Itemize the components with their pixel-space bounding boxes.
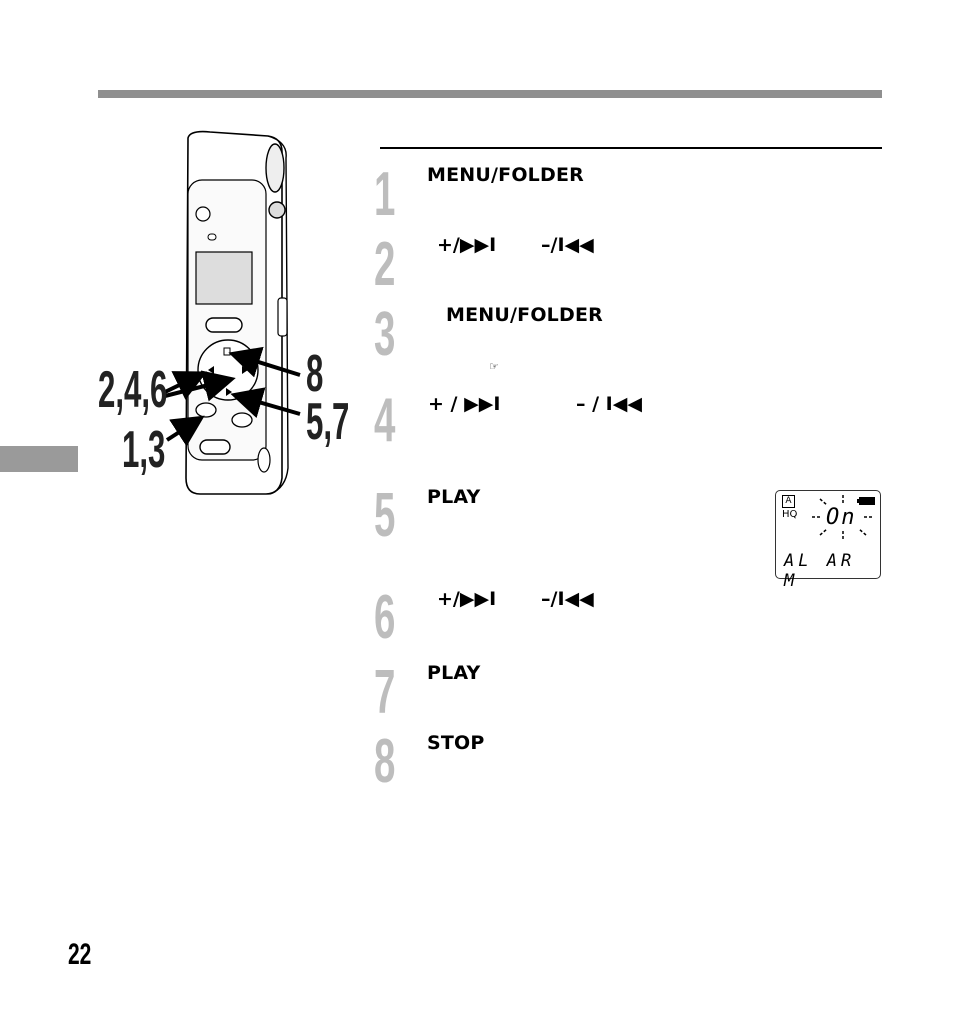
step-number: 6: [374, 583, 396, 652]
step-number: 5: [374, 481, 396, 550]
step-number: 3: [374, 300, 396, 369]
plus-ff-control: +/▶▶I: [437, 234, 497, 256]
page-number: 22: [68, 938, 92, 971]
plus-ff-control: + / ▶▶I: [428, 393, 501, 415]
callout-5-7: 5,7: [306, 393, 350, 451]
lcd-folder-indicator: A: [782, 495, 795, 508]
step-number: 1: [374, 160, 396, 229]
plus-ff-control: +/▶▶I: [437, 588, 497, 610]
section-tab: [0, 446, 78, 472]
step-label: PLAY: [427, 486, 481, 508]
callout-8: 8: [306, 345, 324, 403]
reference-icon: ☞: [489, 360, 499, 373]
step-number: 4: [374, 386, 396, 455]
callout-2-4-6: 2,4,6: [98, 361, 168, 419]
step-number: 2: [374, 230, 396, 299]
minus-rew-control: –/I◀◀: [541, 234, 594, 256]
lcd-main-value: On: [826, 505, 857, 530]
step-label: PLAY: [427, 662, 481, 684]
section-rule: [380, 147, 882, 149]
callout-1-3: 1,3: [122, 421, 166, 479]
header-bar: [98, 90, 882, 98]
blink-rays-icon: [812, 495, 874, 539]
step-number: 8: [374, 727, 396, 796]
step-label: MENU/FOLDER: [446, 304, 603, 326]
minus-rew-control: –/I◀◀: [541, 588, 594, 610]
voice-recorder-illustration: [185, 130, 289, 495]
minus-rew-control: – / I◀◀: [576, 393, 642, 415]
lcd-display: A HQ On AL AR M: [775, 490, 881, 591]
lcd-mode-indicator: HQ: [782, 509, 798, 520]
battery-icon: [857, 497, 875, 505]
step-label: MENU/FOLDER: [427, 164, 584, 186]
step-number: 7: [374, 658, 396, 727]
step-label: STOP: [427, 732, 485, 754]
lcd-bottom-text: AL AR M: [784, 551, 856, 591]
